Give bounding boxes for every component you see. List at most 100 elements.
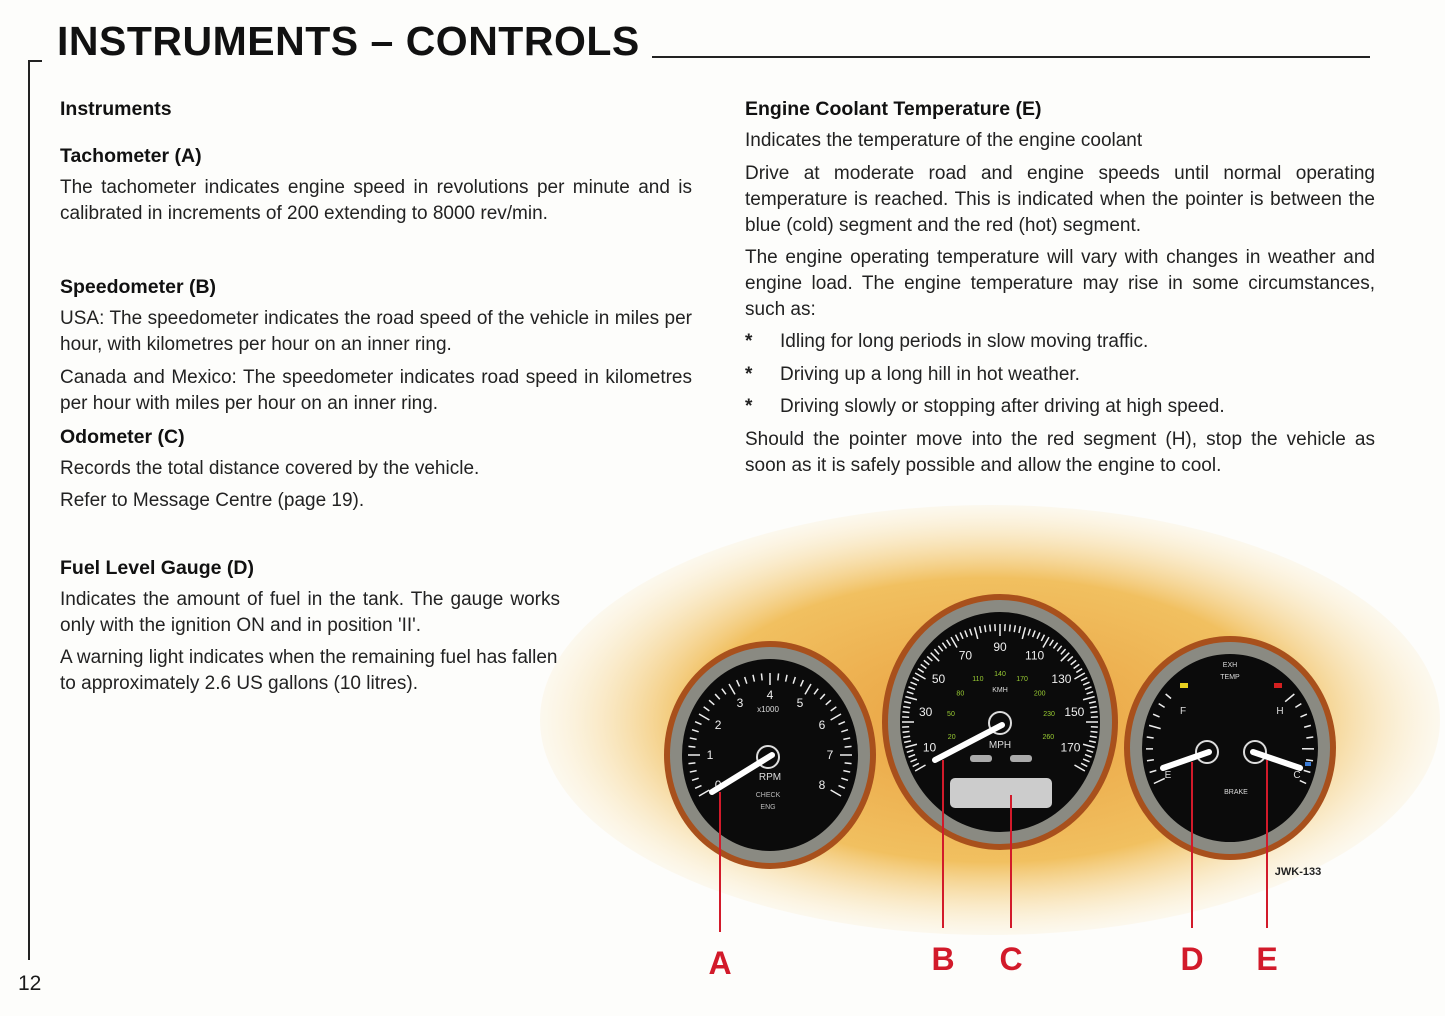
label-usa: USA: — [60, 308, 105, 329]
gauge-tick — [1294, 703, 1302, 708]
gauge-tick — [964, 630, 969, 638]
text-coolant-3: The engine operating temperature will va… — [745, 247, 1375, 320]
gauge-tick — [906, 691, 914, 695]
gauge-tick — [1082, 743, 1095, 749]
gauge-tick — [1082, 758, 1090, 763]
gauge-tick — [1158, 703, 1166, 708]
gauge-tick-label: 10 — [923, 741, 937, 755]
gauge-tick — [830, 713, 842, 721]
gauge-tick — [1090, 711, 1098, 714]
gauge-tick — [1089, 735, 1097, 739]
gauge-tick — [910, 758, 918, 763]
gauge-tick — [914, 764, 926, 772]
gauge-tick — [792, 676, 797, 684]
gauge-tick-label: 230 — [1043, 711, 1055, 718]
text-coolant-2: Drive at moderate road and engine speeds… — [745, 163, 1375, 236]
gauge-tick-label: 170 — [1016, 676, 1028, 683]
gauge-tick — [703, 706, 710, 712]
gauge-tick — [905, 743, 918, 749]
gauge-tick — [1152, 713, 1160, 718]
combo-label-temp: TEMP — [1220, 674, 1240, 681]
gauge-tick — [1165, 693, 1172, 700]
gauge-tick — [1300, 713, 1308, 718]
gauge-tick — [902, 730, 910, 733]
text-speedometer-canada: Canada and Mexico: The speedometer indic… — [60, 367, 692, 414]
gauge-tick — [1305, 758, 1314, 762]
mph-unit: MPH — [989, 740, 1011, 751]
gauge-tick — [743, 676, 748, 684]
tach-needle — [709, 752, 775, 795]
gauge-tick — [950, 636, 958, 648]
gauge-tick-label: 90 — [993, 640, 1007, 654]
gauge-tick — [1031, 630, 1036, 638]
combo-label-brake: BRAKE — [1224, 789, 1248, 796]
gauge-tick — [937, 645, 944, 652]
gauge-tick — [954, 634, 960, 642]
gauge-tick — [735, 679, 741, 687]
gauge-tick — [1088, 700, 1097, 704]
cold-segment — [1305, 762, 1311, 766]
gauge-tick — [923, 659, 930, 666]
gauge-tick — [920, 663, 927, 670]
text-speedometer-usa: USA: The speedometer indicates the road … — [60, 308, 692, 355]
gauge-tick-label: 70 — [959, 648, 973, 662]
combo-label-h: H — [1276, 706, 1283, 717]
text-coolant-1: Indicates the temperature of the engine … — [745, 130, 1143, 151]
gauge-tick — [959, 632, 964, 640]
gauge-tick — [698, 713, 710, 721]
gauge-tick-label: 7 — [827, 748, 834, 762]
callout-letter: E — [1256, 941, 1277, 977]
speedo-needle — [932, 722, 1005, 763]
temp-needle — [1250, 749, 1303, 771]
gauge-tick — [843, 737, 851, 741]
gauge-tick — [1021, 627, 1027, 640]
figure-ref: JWK-133 — [1275, 866, 1321, 878]
gauge-tick — [784, 674, 788, 682]
gauge-tick — [1146, 736, 1154, 739]
gauge-tick-label: 260 — [1042, 734, 1054, 741]
fuel-needle — [1160, 749, 1212, 771]
gauge-tick-label: 6 — [819, 718, 826, 732]
gauge-tick — [1084, 753, 1092, 758]
needle-hub — [1243, 740, 1267, 764]
gauge-tick — [843, 769, 851, 773]
gauge-tick — [1088, 740, 1097, 744]
gauge-tick — [819, 693, 826, 700]
gauge-tick — [1153, 777, 1166, 785]
margin-rule — [28, 60, 30, 960]
gauge-tick — [714, 693, 721, 700]
callout-letter: A — [708, 945, 731, 981]
callout-letter: B — [931, 941, 954, 977]
gauge-tick — [1284, 693, 1295, 703]
combo-label-e: E — [1165, 770, 1172, 781]
needle-hub — [988, 711, 1012, 735]
gauge-tick — [1060, 652, 1070, 662]
gauge-tick — [813, 688, 819, 695]
heading-tachometer: Tachometer (A) — [60, 145, 202, 167]
bullet-mark: * — [745, 396, 753, 417]
trip-indicator — [970, 755, 992, 762]
gauge-tick — [912, 676, 920, 682]
title-rule — [652, 56, 1370, 58]
gauge-tick — [1070, 659, 1077, 666]
gauge-tick — [1148, 724, 1161, 730]
gauge-tick — [804, 683, 812, 695]
gauge-tick — [912, 762, 920, 768]
gauge-tick — [1074, 764, 1086, 772]
gauge-tick — [1303, 724, 1312, 728]
margin-rule-tick — [28, 60, 42, 62]
gauge-tick — [760, 673, 763, 681]
gauge-tick-label: 2 — [715, 718, 722, 732]
text-fuel-2: A warning light indicates when the remai… — [60, 647, 558, 694]
bullet-item: *Driving up a long hill in hot weather. — [745, 362, 1375, 388]
gauge-tick-label: 50 — [932, 672, 946, 686]
gauge-tick — [1084, 686, 1092, 691]
gauge-tick-label: 200 — [1034, 691, 1046, 698]
kmh-unit: KMH — [992, 687, 1008, 694]
gauge-tick — [903, 740, 912, 744]
gauge-tick — [691, 777, 699, 782]
gauge-tick — [903, 705, 911, 709]
right-column: Engine Coolant Temperature (E) Indicates… — [745, 96, 1375, 479]
